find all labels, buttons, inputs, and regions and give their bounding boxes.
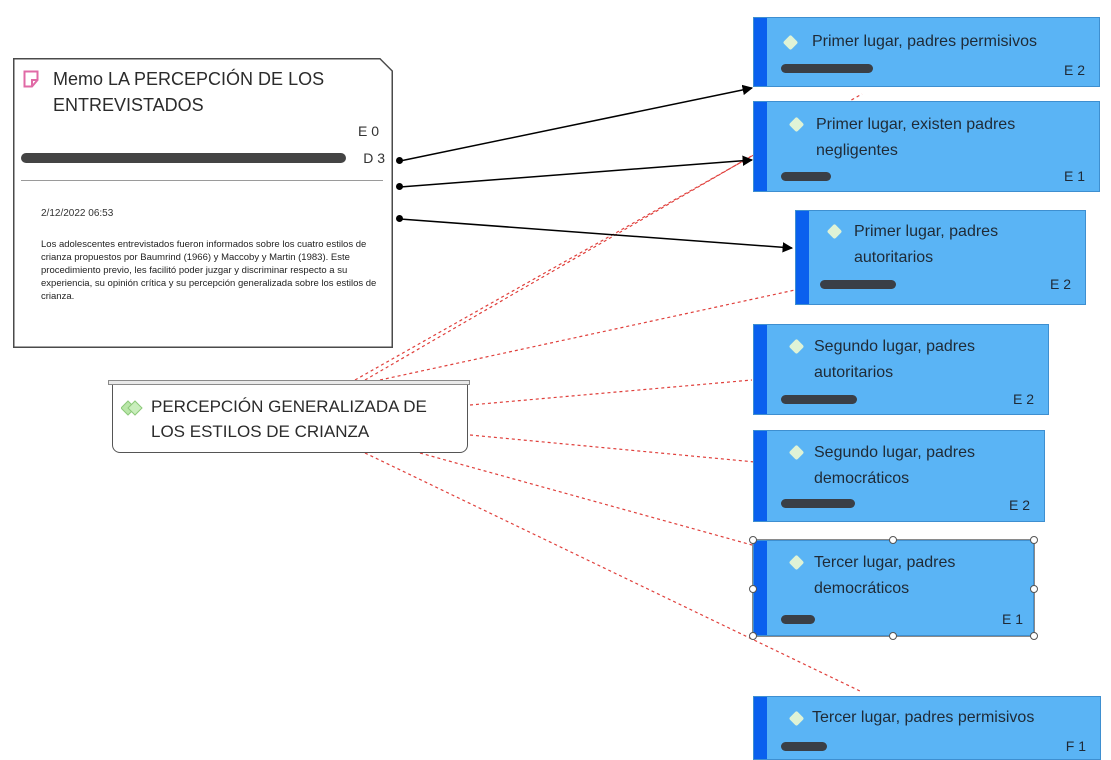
- code-stripe: [754, 431, 767, 521]
- code-author-bar: [781, 615, 815, 624]
- memo-node[interactable]: Memo LA PERCEPCIÓN DE LOS ENTREVISTADOS …: [13, 58, 393, 348]
- link-central-code-3: [379, 289, 796, 381]
- code-author-bar: [781, 172, 831, 181]
- code-stripe: [754, 325, 767, 414]
- code-diamond-icon: [788, 554, 805, 571]
- link-central-code-5: [469, 434, 756, 463]
- code-node-6[interactable]: Tercer lugar, padres democráticos E 1: [752, 539, 1035, 637]
- code-count: E 1: [1001, 611, 1023, 627]
- code-label: Segundo lugar, padres autoritarios: [814, 338, 976, 381]
- code-author-bar: [781, 742, 827, 751]
- code-author-bar: [781, 499, 855, 508]
- code-author-bar: [781, 64, 873, 73]
- resize-handle-bottom-right[interactable]: [1030, 632, 1038, 640]
- code-count: E 2: [1063, 62, 1085, 78]
- code-diamond-icon: [826, 223, 843, 240]
- code-node-1[interactable]: Primer lugar, padres permisivos E 2: [753, 17, 1100, 87]
- link-central-code-2: [364, 149, 763, 381]
- memo-e-count: E 0: [357, 123, 379, 139]
- resize-handle-bottom[interactable]: [889, 632, 897, 640]
- code-label: Primer lugar, padres permisivos: [812, 33, 1037, 50]
- memo-d-count: D 3: [363, 150, 385, 166]
- memo-link-handle-1[interactable]: [396, 157, 403, 164]
- code-diamond-icon: [788, 338, 805, 355]
- code-node-3[interactable]: Primer lugar, padres autoritarios E 2: [795, 210, 1086, 305]
- code-label: Primer lugar, padres autoritarios: [854, 223, 999, 266]
- code-node-5[interactable]: Segundo lugar, padres democráticos E 2: [753, 430, 1045, 522]
- arrow-memo-code-3: [399, 218, 794, 253]
- code-node-2[interactable]: Primer lugar, existen padres negligentes…: [753, 101, 1100, 192]
- code-count: E 2: [1049, 276, 1071, 292]
- central-node-label: PERCEPCIÓN GENERALIZADA DE LOS ESTILOS D…: [151, 397, 427, 441]
- resize-handle-right[interactable]: [1030, 585, 1038, 593]
- memo-title: Memo LA PERCEPCIÓN DE LOS ENTREVISTADOS: [53, 69, 325, 115]
- arrow-memo-code-1: [399, 84, 754, 162]
- resize-handle-top[interactable]: [889, 536, 897, 544]
- code-node-4[interactable]: Segundo lugar, padres autoritarios E 2: [753, 324, 1049, 415]
- code-diamond-icon: [782, 34, 799, 51]
- code-stripe: [796, 211, 809, 304]
- code-diamond-icon: [788, 444, 805, 461]
- code-count: E 1: [1063, 168, 1085, 184]
- code-diamond-icon: [788, 710, 805, 727]
- memo-link-handle-2[interactable]: [396, 183, 403, 190]
- code-author-bar: [781, 395, 857, 404]
- code-stripe: [754, 18, 767, 86]
- resize-handle-bottom-left[interactable]: [749, 632, 757, 640]
- code-node-7[interactable]: Tercer lugar, padres permisivos F 1: [753, 696, 1101, 760]
- resize-handle-left[interactable]: [749, 585, 757, 593]
- resize-handle-top-left[interactable]: [749, 536, 757, 544]
- code-count: F 1: [1065, 738, 1086, 754]
- link-central-code-6: [419, 452, 753, 546]
- central-node-header: [108, 380, 470, 385]
- code-count: E 2: [1012, 391, 1034, 407]
- code-label: Primer lugar, existen padres negligentes: [816, 116, 1016, 159]
- code-count: E 2: [1008, 497, 1030, 513]
- code-stripe: [754, 697, 767, 759]
- code-label: Tercer lugar, padres democráticos: [814, 554, 956, 597]
- link-central-code-4: [469, 379, 753, 406]
- code-label: Segundo lugar, padres democráticos: [814, 444, 976, 487]
- memo-body: Los adolescentes entrevistados fueron in…: [41, 239, 377, 302]
- code-author-bar: [820, 280, 896, 289]
- memo-divider: [21, 180, 383, 181]
- memo-author-bar: [21, 153, 346, 163]
- memo-link-handle-3[interactable]: [396, 215, 403, 222]
- memo-date: 2/12/2022 06:53: [41, 208, 114, 219]
- arrow-memo-code-2: [399, 155, 754, 188]
- code-group-icon: [120, 400, 143, 416]
- resize-handle-top-right[interactable]: [1030, 536, 1038, 544]
- code-diamond-icon: [788, 116, 805, 133]
- central-code-node[interactable]: PERCEPCIÓN GENERALIZADA DE LOS ESTILOS D…: [112, 383, 468, 453]
- code-label: Tercer lugar, padres permisivos: [812, 709, 1035, 726]
- code-stripe: [754, 102, 767, 191]
- memo-icon: [23, 70, 39, 88]
